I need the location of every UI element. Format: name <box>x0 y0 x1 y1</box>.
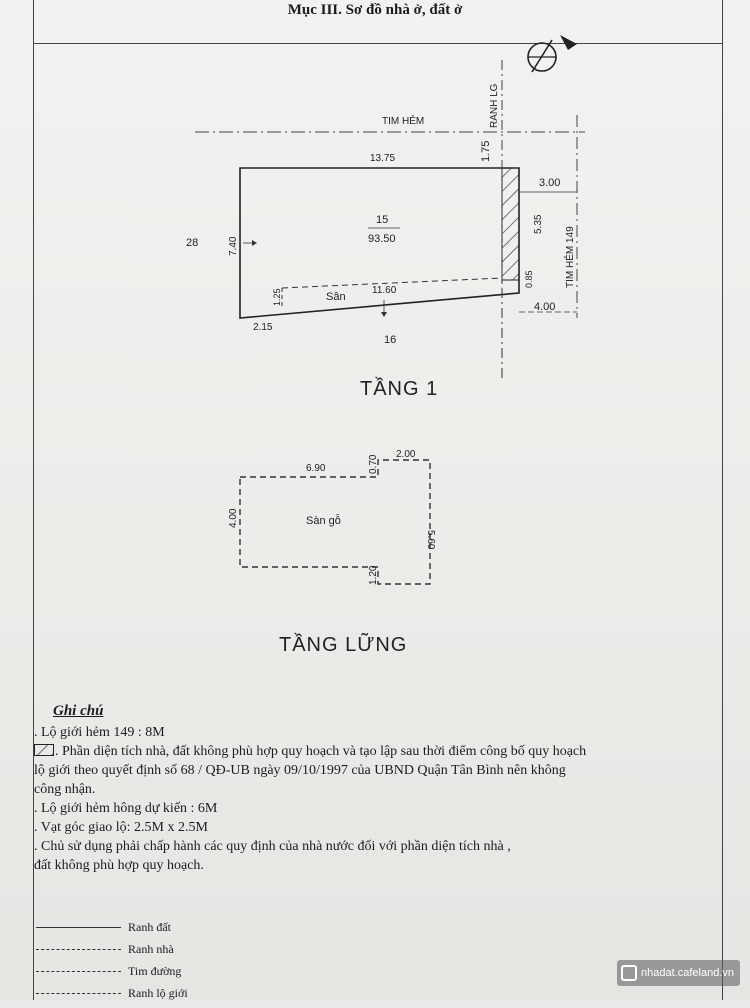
lot-number: 15 <box>376 214 388 226</box>
line-legend: Ranh đất Ranh nhà Tim đường Ranh lộ giới <box>36 920 236 1008</box>
dim-corner: 0.85 <box>524 270 534 288</box>
legend-row: Tim đường <box>36 964 236 986</box>
dim-mez-right: 5.60 <box>425 530 436 550</box>
legend-label: Ranh đất <box>128 920 171 934</box>
dim-bottom-left: 2.15 <box>253 322 273 333</box>
legend-label: Ranh nhà <box>128 942 174 956</box>
dim-mez-step-v: 0.70 <box>368 454 379 474</box>
legend-row: Ranh nhà <box>36 942 236 964</box>
san-label: Sân <box>326 291 346 303</box>
lot-area: 93.50 <box>368 233 396 245</box>
watermark-badge: nhadat.cafeland.vn <box>617 960 740 986</box>
ranh-lg-label: RANH LG <box>489 83 500 128</box>
neighbor-bottom: 16 <box>384 334 396 346</box>
mezzanine-label: Sàn gỗ <box>306 514 341 527</box>
page-title: Mục III. Sơ đồ nhà ở, đất ở <box>287 2 463 18</box>
note-item: công nhận. <box>34 782 96 797</box>
legend-row: Ranh đất <box>36 920 236 942</box>
dim-mez-step-h: 2.00 <box>396 449 416 460</box>
frame-border-top <box>33 43 723 44</box>
dim-left-height: 7.40 <box>228 236 239 256</box>
legend-row: Ranh lộ giới <box>36 986 236 1008</box>
tim-hem-label: TIM HẺM <box>382 114 424 127</box>
note-item: lộ giới theo quyết định số 68 / QĐ-UB ng… <box>34 763 566 778</box>
dim-mez-bottom-step: 1.20 <box>368 565 379 585</box>
floor-title-tang-lung: TẦNG LỮNG <box>279 634 408 656</box>
note-item: . Lộ giới hẻm hông dự kiến : 6M <box>34 801 218 816</box>
legend-label: Ranh lộ giới <box>128 986 188 1000</box>
dim-top-offset: 1.75 <box>480 141 492 162</box>
hatch-legend-icon <box>34 744 54 756</box>
dim-mez-left: 4.00 <box>228 508 239 528</box>
hatched-area <box>501 167 520 281</box>
note-item: . Chủ sử dụng phải chấp hành các quy địn… <box>34 839 511 854</box>
legend-line-solid <box>36 927 121 928</box>
dim-bottom: 11.60 <box>372 285 397 296</box>
frame-border-left <box>33 0 34 1000</box>
dim-mez-top: 6.90 <box>306 463 326 474</box>
notes-section: Ghi chú . Lộ giới hẻm 149 : 8M . Phần di… <box>34 702 714 875</box>
legend-line-dashdot <box>36 993 121 994</box>
floor-title-tang-1: TẦNG 1 <box>360 378 439 400</box>
note-text: . Phần diện tích nhà, đất không phù hợp … <box>55 744 587 759</box>
neighbor-left: 28 <box>186 237 198 249</box>
dim-san-height: 1.25 <box>272 288 282 306</box>
tim-hem-149-label: TIM HẺM 149 <box>563 226 576 288</box>
note-item: đất không phù hợp quy hoạch. <box>34 858 204 873</box>
legend-label: Tim đường <box>128 964 182 978</box>
north-arrow-icon <box>527 35 577 73</box>
legend-line-dashed <box>36 949 121 950</box>
watermark-text: nhadat.cafeland.vn <box>641 967 734 979</box>
mezzanine-outline <box>239 459 431 585</box>
note-item: . Lộ giới hẻm 149 : 8M <box>34 725 165 740</box>
dim-side: 3.00 <box>539 177 560 189</box>
home-icon <box>621 965 638 981</box>
dim-hem-right: 5.35 <box>533 214 544 234</box>
dim-width-top: 13.75 <box>370 153 395 164</box>
dim-bottom-right: 4.00 <box>534 301 555 313</box>
house-dashed-outline <box>281 277 503 294</box>
legend-line-dashdot <box>36 971 121 972</box>
note-item: . Vạt góc giao lộ: 2.5M x 2.5M <box>34 820 208 835</box>
note-item-hatched: . Phần diện tích nhà, đất không phù hợp … <box>34 742 714 761</box>
frame-border-right <box>722 0 723 1000</box>
notes-title: Ghi chú <box>53 703 104 719</box>
